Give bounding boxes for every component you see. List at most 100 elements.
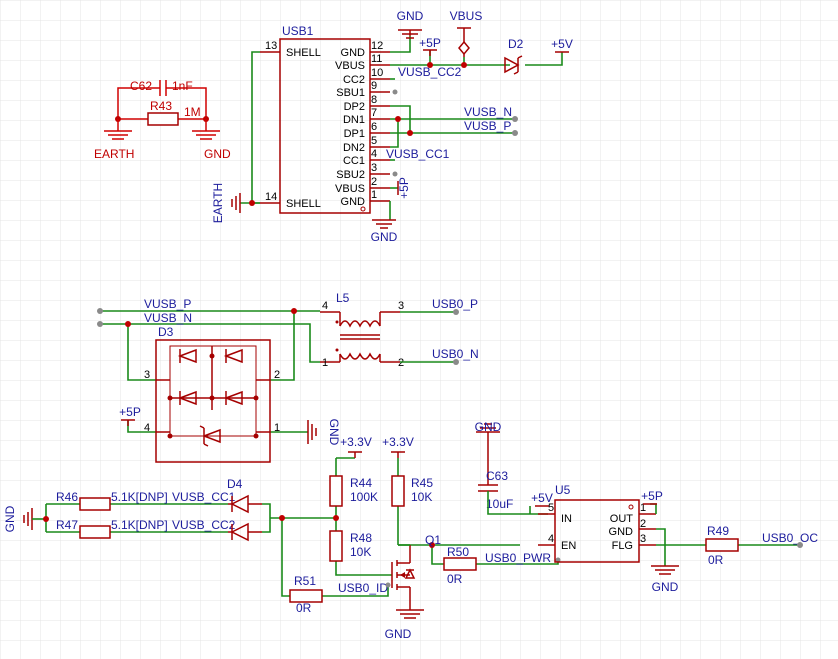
q1-mosfet[interactable]: Q1 [391,533,441,600]
r51-ref: R51 [294,574,316,588]
usb1-connector[interactable]: USB1 13 SHELL 14 SHELL 12 GND 11 VBUS 10… [260,24,390,214]
u5-pin-3-num: 3 [640,533,646,545]
r45-ref: R45 [411,476,433,490]
cc-wires [32,457,559,597]
u5-pin-en: EN [561,540,576,552]
r44-value: 100K [350,490,378,504]
junction-r44 [333,515,339,521]
r43-value: 1M [184,105,201,119]
usb1-pin-3-num: 3 [371,162,377,174]
p33v-symbol-left[interactable]: +3.3V [340,435,372,458]
gnd-label-u5: GND [652,580,679,594]
junction-vusb-p [291,308,297,314]
p5p-symbol-vertical[interactable]: +5P [397,177,411,199]
gnd-label-c63: GND [475,420,502,434]
r45-resistor[interactable]: R45 10K [391,475,433,507]
vbus-symbol[interactable]: VBUS [450,9,483,57]
p5v-symbol-u5[interactable]: +5V [531,491,553,507]
u5-pin-gnd: GND [609,526,634,538]
usb1-pin-1-name: GND [341,196,366,208]
r46-ref: R46 [56,490,78,504]
net-label-usb0-id: USB0_ID [338,581,388,595]
usb1-pin-3-name: SBU2 [336,169,365,181]
d3-esd-array[interactable]: D3 3 2 4 1 [144,325,280,463]
net-label-vusb-p: VUSB_P [144,297,191,311]
net-label-vusb-n: VUSB_N [144,311,192,325]
earth-symbol-shell[interactable]: EARTH [211,183,241,223]
gnd-symbol-usb1-bottom[interactable]: GND [371,219,398,244]
r47-resistor[interactable]: R47 5.1K[DNP] [56,518,168,539]
c62-r43-network[interactable]: C62 1nF R43 1M EARTH GND [94,79,231,161]
l5-ref: L5 [336,291,350,305]
usb1-pin-14-num: 14 [265,191,277,203]
u5-pin-out: OUT [610,513,634,525]
p5p-label-d3: +5P [119,405,141,419]
net-label-vusb-cc2-bottom: VUSB_CC2 [172,518,236,532]
usb1-pin-4-name: CC1 [343,155,365,167]
r44-ref: R44 [350,476,372,490]
p5p-symbol-top[interactable]: +5P [419,36,441,56]
u5-pin-4-num: 4 [548,533,554,545]
c63-capacitor[interactable]: GND C63 10uF [475,420,514,511]
usb1-pin-11-num: 11 [371,53,382,65]
r49-value: 0R [708,553,724,567]
c63-value: 10uF [486,497,513,511]
l5-pin-3: 3 [398,300,404,312]
r50-resistor[interactable]: R50 0R [443,545,477,586]
u5-pin-2-num: 2 [640,518,646,530]
c62-ref: C62 [130,79,152,93]
u5-pin-5-num: 5 [548,502,554,514]
d3-pin-1: 1 [274,422,280,434]
u5-output-wires [650,503,800,566]
r48-resistor[interactable]: R48 10K [329,530,372,562]
p5p-symbol-u5[interactable]: +5P [641,489,663,505]
r44-resistor[interactable]: R44 100K [329,475,378,507]
q1-ref: Q1 [425,533,441,547]
p5p-label-u5: +5P [641,489,663,503]
usb1-pin-6-name: DP1 [344,128,365,140]
p5v-symbol-top[interactable]: +5V [551,37,573,53]
usb1-pin-8-num: 8 [371,94,377,106]
junction-vusb-n [125,321,131,327]
r49-resistor[interactable]: R49 0R [705,524,739,567]
u5-pin-1-num: 1 [640,502,646,514]
d3-pin-2: 2 [274,369,280,381]
r46-resistor[interactable]: R46 5.1K[DNP] [56,490,168,511]
d3-pin-4: 4 [144,422,150,434]
p5p-symbol-d3[interactable]: +5P [119,405,141,426]
port-vusb-n [97,321,103,327]
p33v-label-left: +3.3V [340,435,372,449]
d2-diode[interactable]: D2 [504,37,524,75]
usb1-pin-10-name: CC2 [343,74,365,86]
r51-resistor[interactable]: R51 0R [289,574,323,615]
junction-gnd-cc [43,516,49,522]
usb1-pin-1-num: 1 [371,189,377,201]
d2-ref: D2 [508,37,524,51]
net-label-vusb-cc2: VUSB_CC2 [398,65,462,79]
usb1-pin-7-name: DN1 [343,114,365,126]
usb1-pin-6-num: 6 [371,121,377,133]
r46-value: 5.1K[DNP] [111,490,168,504]
p33v-symbol-right[interactable]: +3.3V [382,435,414,458]
usb1-pin-12-name: GND [341,47,366,59]
r47-ref: R47 [56,518,78,532]
usb1-pin-5-num: 5 [371,135,377,147]
usb1-pin-2-num: 2 [371,176,377,188]
d4-dual-diode[interactable]: D4 [227,477,262,542]
u5-pin-in: IN [561,513,572,525]
c63-ref: C63 [486,469,508,483]
gnd-symbol-q1[interactable]: GND [385,600,424,641]
l5-common-mode-choke[interactable]: L5 4 3 1 2 [320,291,404,369]
u5-power-switch[interactable]: U5 5 IN 4 EN 1 OUT 2 GND 3 FLG [538,483,656,563]
gnd-symbol-d3[interactable]: GND [307,419,341,446]
p33v-label-right: +3.3V [382,435,414,449]
usb1-pin-13-name: SHELL [286,47,321,59]
gnd-symbol-u5[interactable]: GND [651,565,679,594]
esd-wires [100,310,456,433]
gnd-symbol-usb1-top[interactable]: GND [397,9,424,39]
port-usb0-oc [797,542,803,548]
usb1-pin-7-num: 7 [371,107,377,119]
p5v-label-top: +5V [551,37,573,51]
usb1-pin-11-name: VBUS [335,60,365,72]
